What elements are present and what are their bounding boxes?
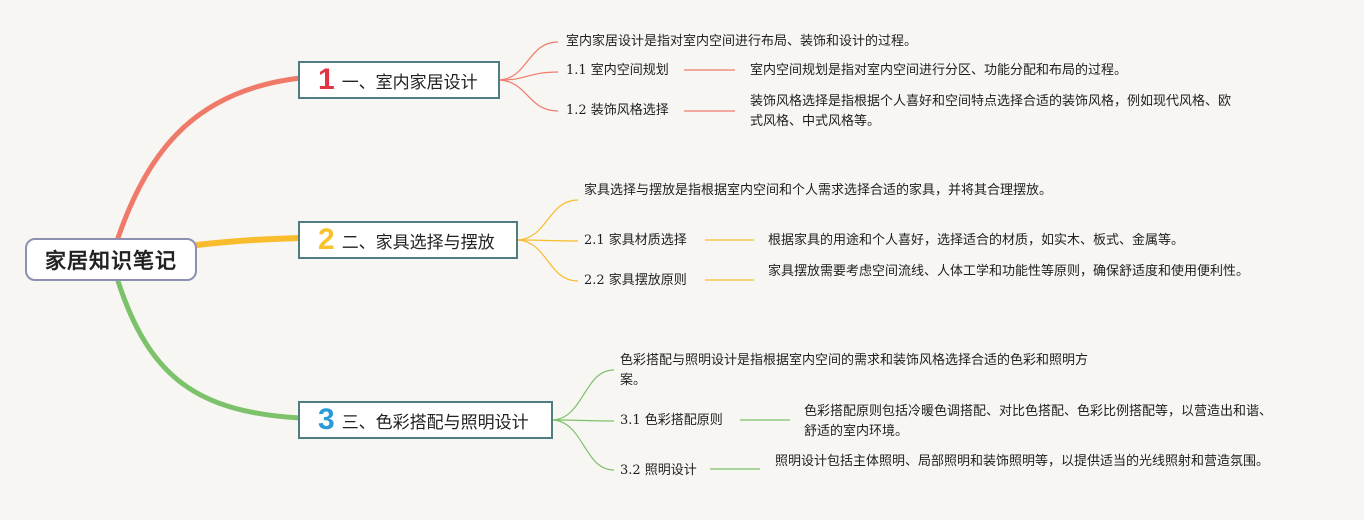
fan-line	[499, 41, 559, 81]
topic-node-1[interactable]: 1 一、室内家居设计	[298, 61, 500, 99]
topic-title-3: 三、色彩搭配与照明设计	[341, 412, 529, 433]
fan-line	[517, 239, 579, 282]
topic-node-3[interactable]: 3 三、色彩搭配与照明设计	[298, 401, 553, 439]
fan-line	[552, 419, 615, 471]
subtopic-label-2-2[interactable]: 2.2 家具摆放原则	[584, 273, 687, 288]
root-node[interactable]: 家居知识笔记	[25, 238, 197, 281]
subtopic-desc-2-1: 根据家具的用途和个人喜好，选择适合的材质，如实木、板式、金属等。	[768, 233, 1185, 248]
fan-line	[517, 199, 579, 241]
branch-line-3	[115, 278, 303, 421]
subtopic-label-1-1[interactable]: 1.1 室内空间规划	[566, 63, 669, 78]
topic-node-2[interactable]: 2 二、家具选择与摆放	[298, 221, 518, 259]
topic-summary-2: 家具选择与摆放是指根据室内空间和个人需求选择合适的家具，并将其合理摆放。	[584, 183, 1053, 198]
subtopic-label-2-1[interactable]: 2.1 家具材质选择	[584, 233, 687, 248]
subtopic-desc-2-2: 家具摆放需要考虑空间流线、人体工学和功能性等原则，确保舒适度和使用便利性。	[768, 264, 1250, 279]
subtopic-label-1-2[interactable]: 1.2 装饰风格选择	[566, 103, 669, 118]
topic-title-2: 二、家具选择与摆放	[341, 232, 495, 253]
fan-line	[499, 71, 559, 81]
topic-summary-3: 色彩搭配与照明设计是指根据室内空间的需求和装饰风格选择合适的色彩和照明方案。	[620, 353, 1089, 388]
topic-summary-1: 室内家居设计是指对室内空间进行布局、装饰和设计的过程。	[566, 34, 918, 49]
subtopic-desc-3-2: 照明设计包括主体照明、局部照明和装饰照明等，以提供适当的光线照射和营造氛围。	[775, 454, 1270, 469]
subtopic-label-3-2[interactable]: 3.2 照明设计	[620, 463, 697, 478]
fan-line	[499, 79, 559, 112]
branch-line-1	[115, 75, 303, 241]
topic-number-1: 1	[318, 63, 335, 96]
fan-line	[552, 419, 615, 422]
topic-title-1: 一、室内家居设计	[341, 72, 478, 93]
branch-line-2	[194, 235, 303, 248]
subtopic-label-3-1[interactable]: 3.1 色彩搭配原则	[620, 413, 723, 428]
root-title: 家居知识笔记	[45, 248, 177, 273]
topic-number-2: 2	[318, 223, 335, 256]
subtopic-desc-1-2: 装饰风格选择是指根据个人喜好和空间特点选择合适的装饰风格，例如现代风格、欧式风格…	[750, 94, 1232, 129]
subtopic-desc-1-1: 室内空间规划是指对室内空间进行分区、功能分配和布局的过程。	[750, 63, 1128, 78]
subtopic-desc-3-1: 色彩搭配原则包括冷暖色调搭配、对比色搭配、色彩比例搭配等，以营造出和谐、舒适的室…	[804, 404, 1273, 439]
fan-line	[552, 369, 615, 421]
fan-line	[517, 239, 579, 242]
topic-number-3: 3	[318, 403, 335, 436]
